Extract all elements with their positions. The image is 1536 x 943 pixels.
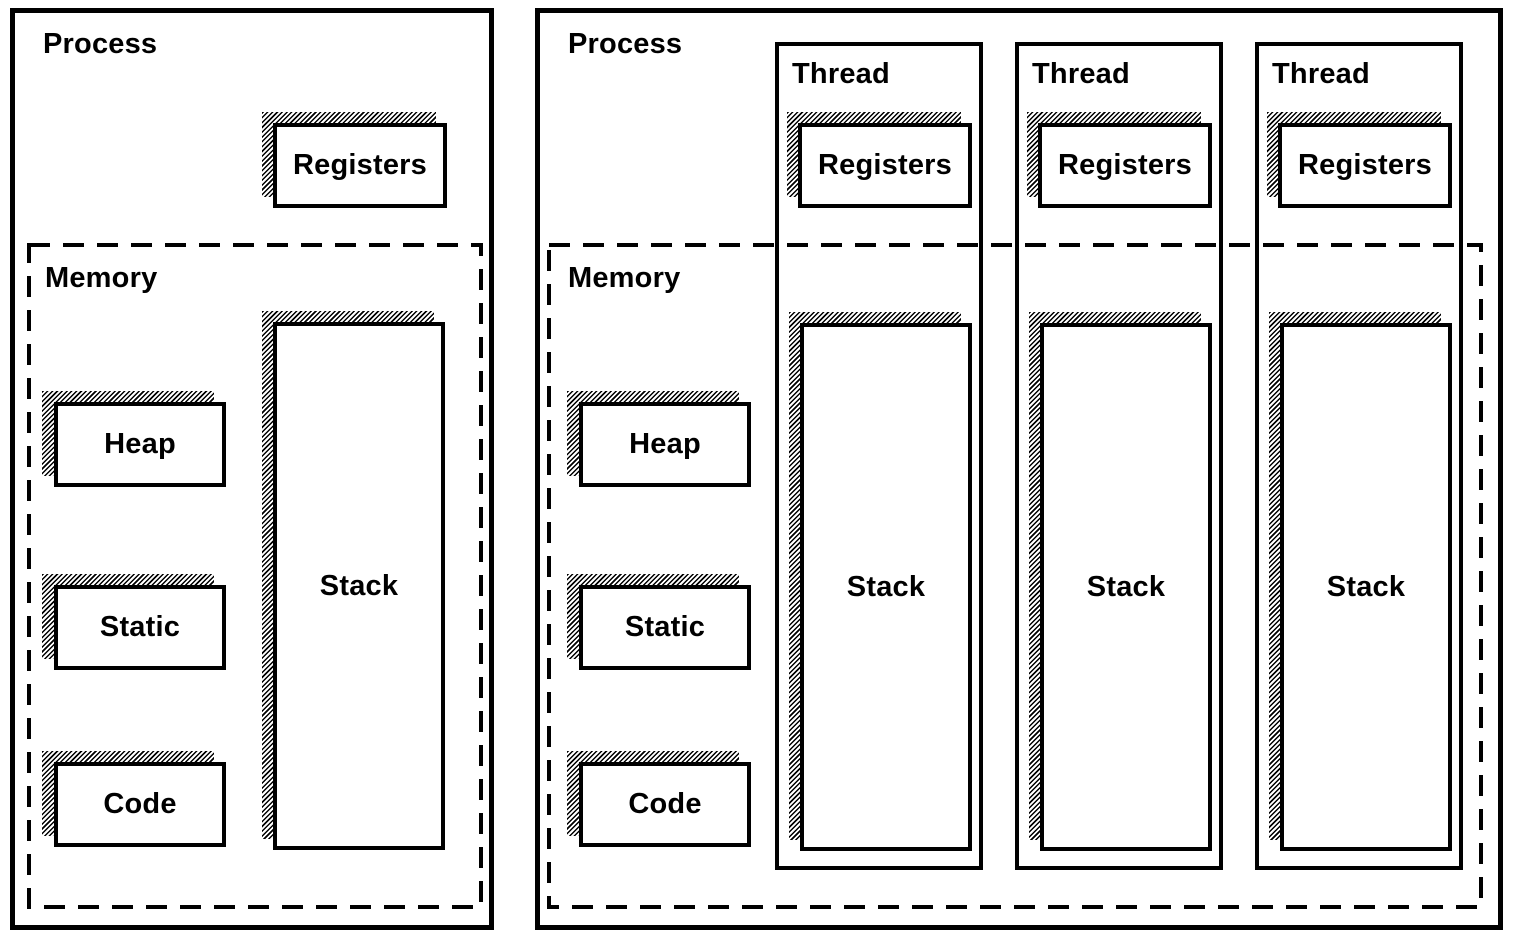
stack-box: Stack xyxy=(273,322,445,850)
thread-column-3: Thread Registers Stack xyxy=(1255,42,1463,870)
code-label: Code xyxy=(628,788,702,820)
left-memory-title: Memory xyxy=(45,262,158,294)
stack-box: Stack xyxy=(1280,323,1452,851)
heap-label: Heap xyxy=(629,428,701,460)
code-label: Code xyxy=(103,788,177,820)
left-process-title: Process xyxy=(43,28,158,60)
static-label: Static xyxy=(99,611,181,643)
stack-label: Stack xyxy=(1086,570,1166,603)
thread-title: Thread xyxy=(792,58,890,90)
heap-box: Heap xyxy=(54,402,226,487)
thread-title: Thread xyxy=(1032,58,1130,90)
right-memory-title: Memory xyxy=(568,262,681,294)
registers-box: Registers xyxy=(273,123,447,208)
thread-column-2: Thread Registers Stack xyxy=(1015,42,1223,870)
stack-box: Stack xyxy=(1040,323,1212,851)
code-box: Code xyxy=(579,762,751,847)
static-box: Static xyxy=(54,585,226,670)
heap-label: Heap xyxy=(104,428,176,460)
registers-label: Registers xyxy=(293,149,427,181)
static-label: Static xyxy=(624,611,706,643)
registers-box: Registers xyxy=(798,123,972,208)
stack-box: Stack xyxy=(800,323,972,851)
registers-box: Registers xyxy=(1278,123,1452,208)
stack-label: Stack xyxy=(846,570,926,603)
registers-label: Registers xyxy=(818,149,952,181)
thread-title: Thread xyxy=(1272,58,1370,90)
thread-column-1: Thread Registers Stack xyxy=(775,42,983,870)
registers-label: Registers xyxy=(1298,149,1432,181)
static-box: Static xyxy=(579,585,751,670)
registers-label: Registers xyxy=(1058,149,1192,181)
heap-box: Heap xyxy=(579,402,751,487)
stack-label: Stack xyxy=(1326,570,1406,603)
registers-box: Registers xyxy=(1038,123,1212,208)
code-box: Code xyxy=(54,762,226,847)
stack-label: Stack xyxy=(319,569,399,602)
right-process-title: Process xyxy=(568,28,683,60)
